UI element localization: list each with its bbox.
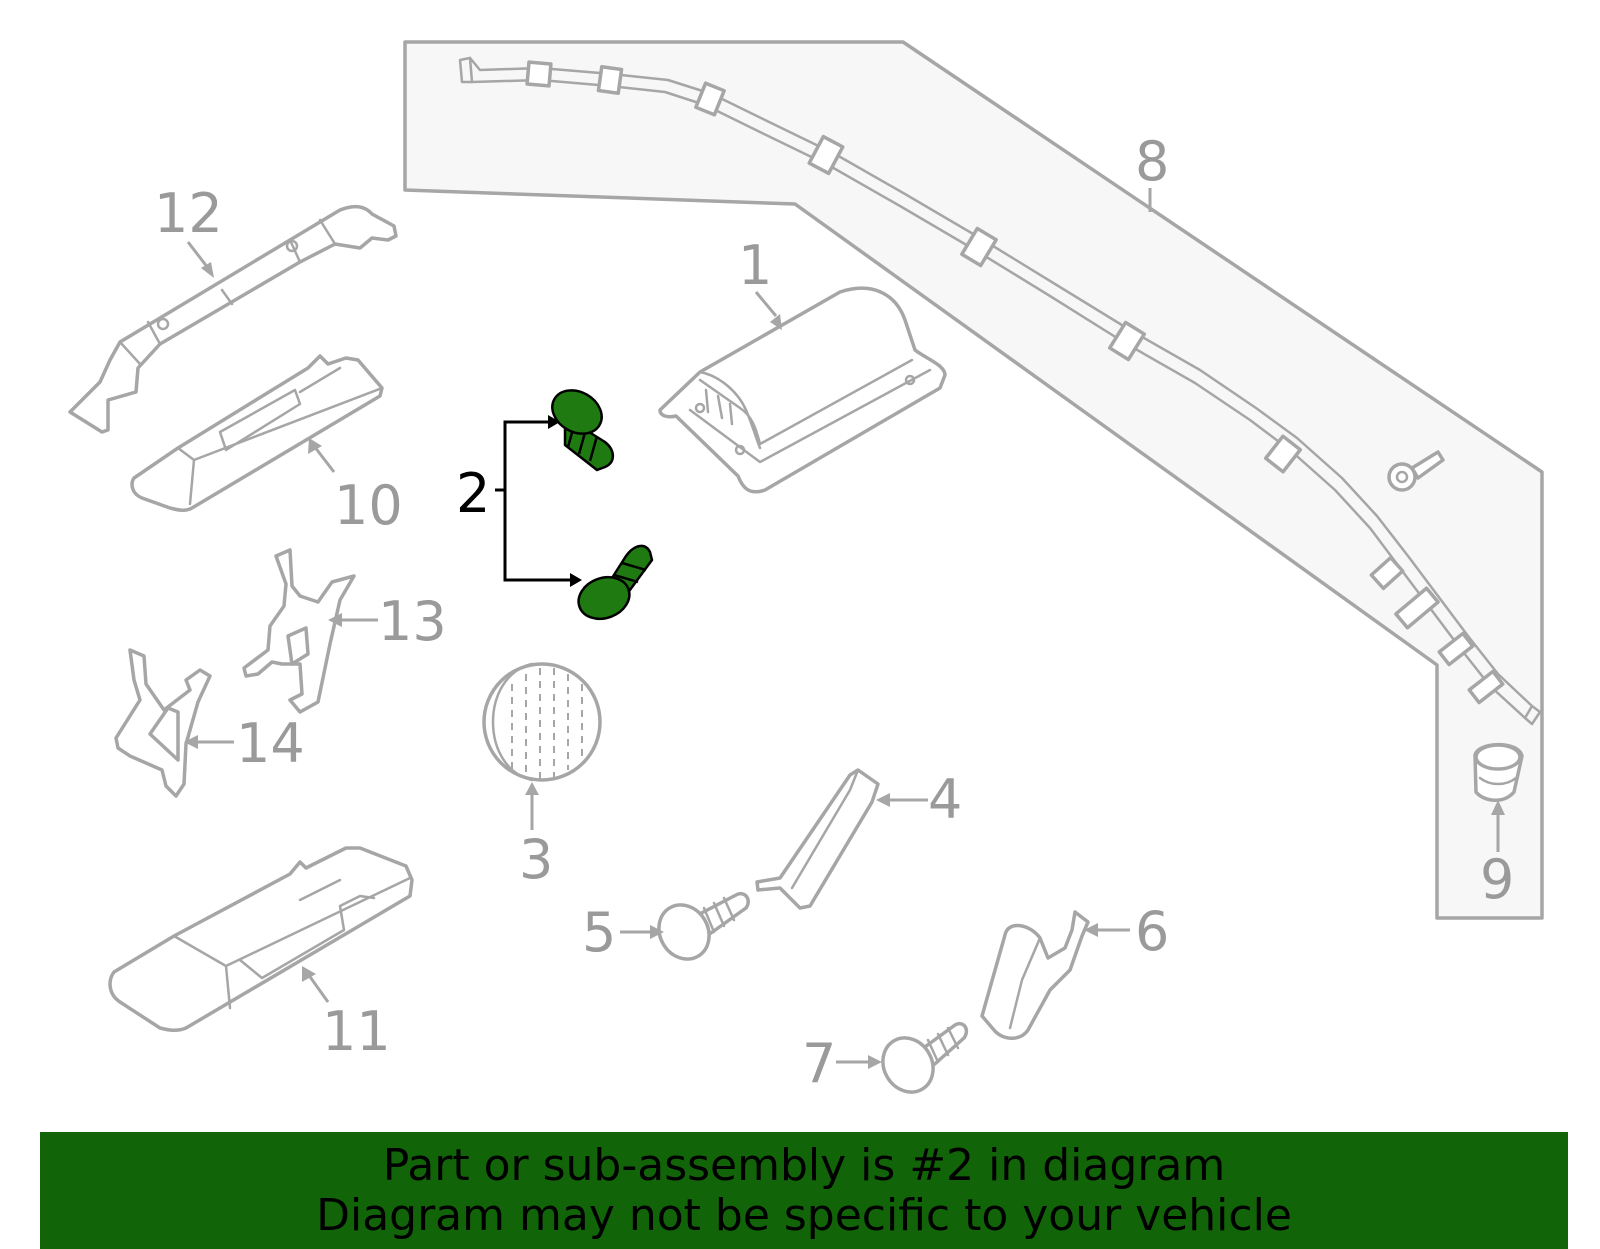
bolt-upper — [551, 389, 615, 472]
airbag-module-part-1 — [658, 286, 947, 494]
clip-part-9 — [1473, 742, 1524, 802]
banner-line-2: Diagram may not be specific to your vehi… — [316, 1189, 1292, 1241]
bracket-part-12 — [68, 204, 398, 434]
label-part-13: 13 — [378, 590, 447, 653]
part-8-panel — [403, 40, 1544, 920]
label-part-5: 5 — [582, 901, 616, 964]
label-part-9: 9 — [1480, 848, 1514, 911]
bracket-part-6 — [980, 910, 1130, 1040]
bolt-lower — [577, 544, 654, 621]
label-part-12: 12 — [154, 182, 223, 245]
leader-part-1 — [754, 291, 778, 317]
label-part-4: 4 — [928, 768, 962, 831]
label-part-7: 7 — [802, 1032, 836, 1095]
trim-part-4 — [755, 768, 928, 910]
bolt-part-7 — [836, 1022, 969, 1094]
banner-line-1: Part or sub-assembly is #2 in diagram — [382, 1139, 1226, 1191]
trim-part-10 — [130, 354, 384, 513]
label-part-2: 2 — [456, 462, 490, 525]
label-part-1: 1 — [738, 234, 772, 297]
label-part-14: 14 — [236, 712, 305, 775]
curtain-airbag — [458, 56, 1542, 726]
sensor-part-3 — [482, 662, 602, 830]
label-part-3: 3 — [519, 828, 553, 891]
trim-part-11 — [108, 846, 414, 1033]
bracket-part-14 — [114, 648, 234, 798]
label-part-10: 10 — [334, 474, 403, 537]
label-part-11: 11 — [322, 1000, 391, 1063]
bolt-part-5 — [620, 892, 750, 961]
bracket-part-13 — [242, 548, 378, 714]
info-banner: Part or sub-assembly is #2 in diagram Di… — [40, 1132, 1568, 1249]
label-part-6: 6 — [1135, 900, 1169, 963]
label-part-8: 8 — [1135, 130, 1169, 193]
bolts-part-2 — [495, 389, 654, 621]
